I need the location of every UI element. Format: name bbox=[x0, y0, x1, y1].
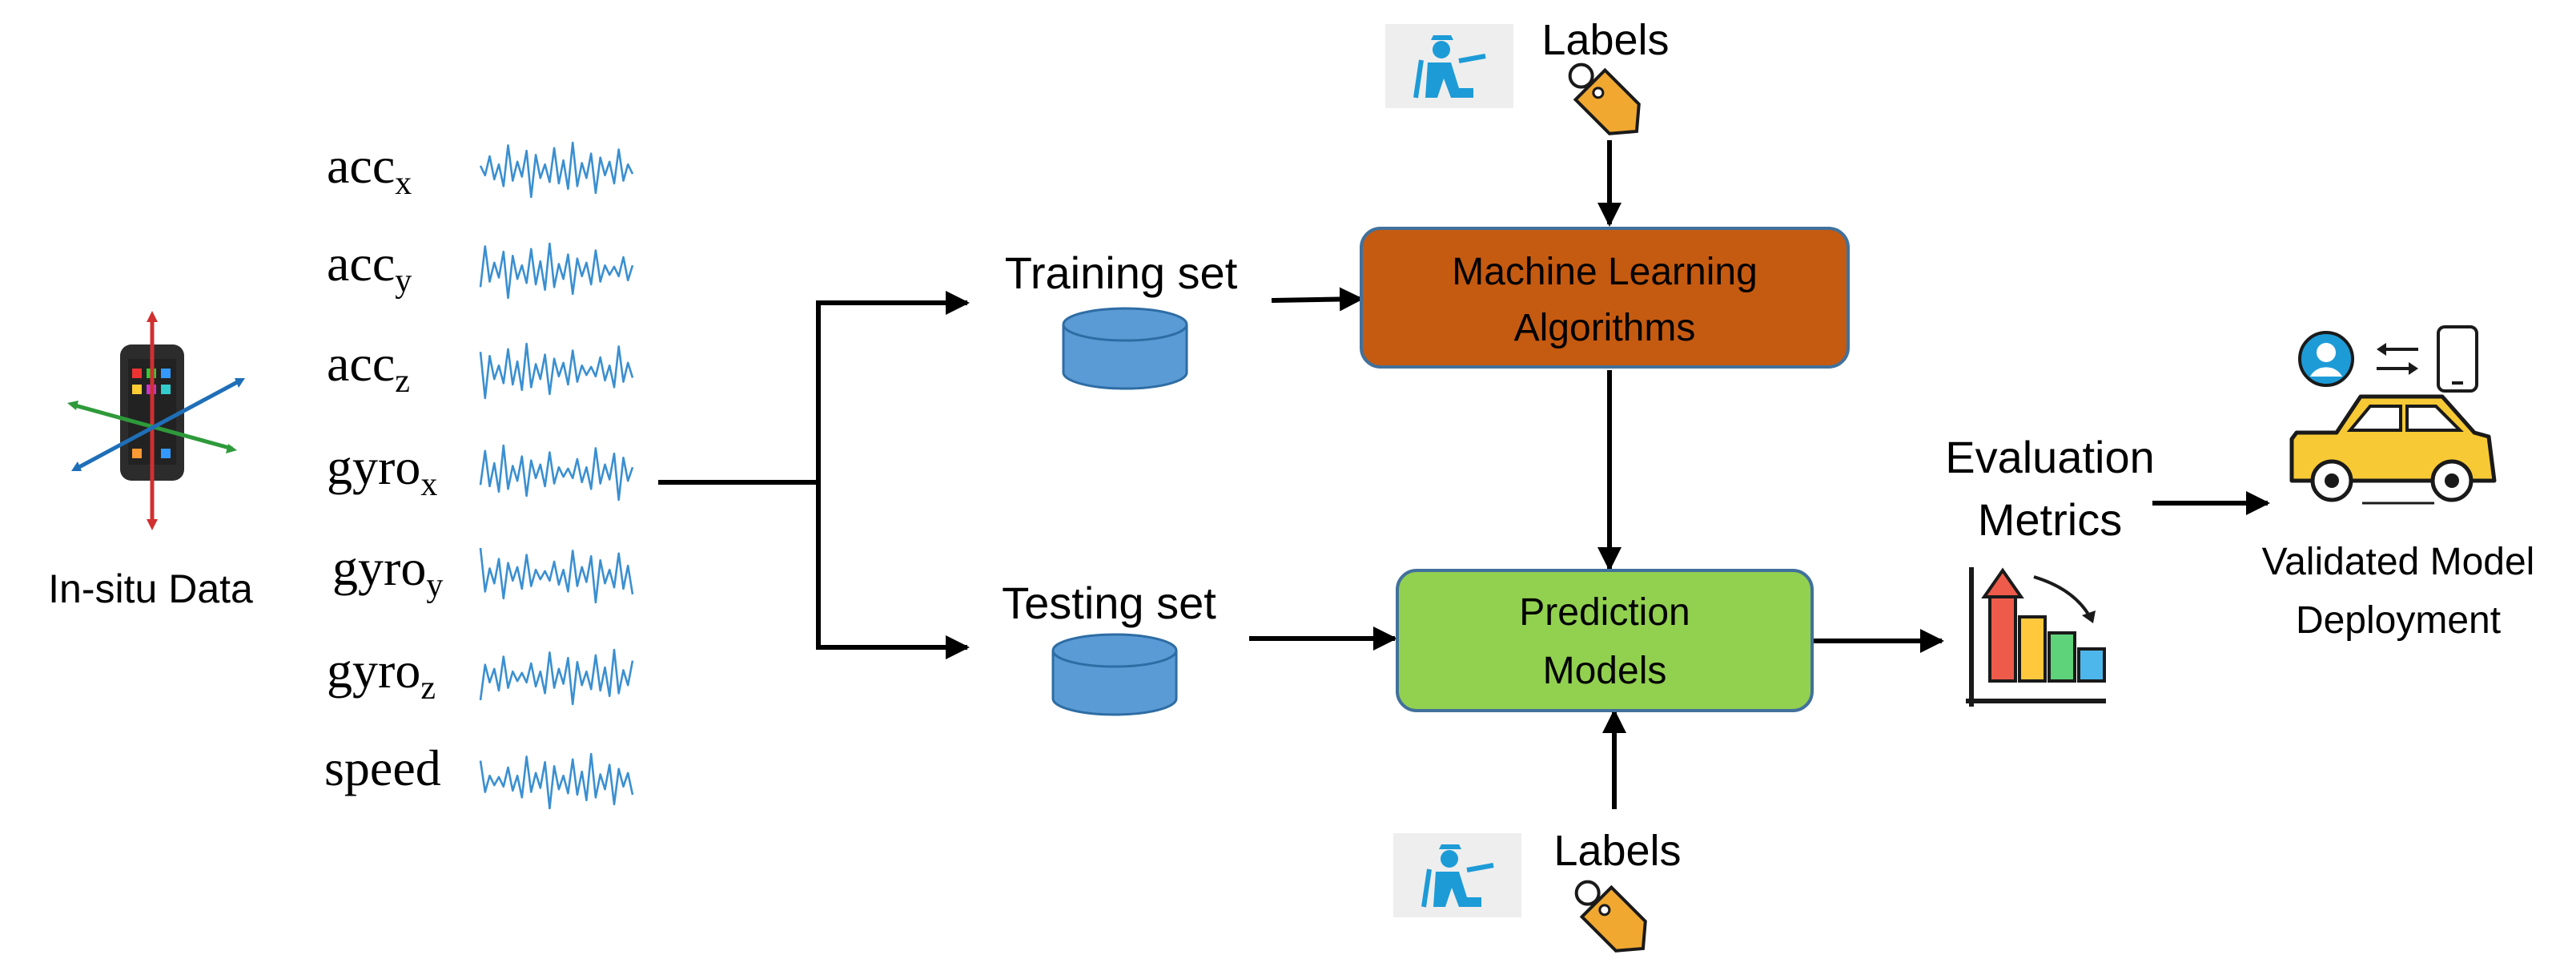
testing-set-label: Testing set bbox=[1002, 578, 1216, 628]
signal-label-gyro-x: gyrox bbox=[327, 438, 437, 503]
deployment-line1: Validated Model bbox=[2262, 541, 2535, 583]
driver-icon bbox=[1385, 24, 1513, 108]
signal-wave-icon bbox=[479, 342, 634, 400]
user-icon bbox=[2298, 331, 2354, 387]
phone-icon bbox=[2437, 325, 2478, 393]
evaluation-line1: Evaluation bbox=[1945, 432, 2155, 482]
signal-wave-icon bbox=[479, 242, 634, 300]
split-to-training-arrow bbox=[816, 291, 970, 641]
split-to-testing-arrow bbox=[816, 482, 970, 659]
tag-icon bbox=[1568, 62, 1641, 135]
signal-wave-icon bbox=[479, 444, 634, 502]
ml-algorithms-line1: Machine Learning bbox=[1452, 251, 1758, 293]
signal-label-acc-z: accz bbox=[327, 335, 410, 400]
swap-arrows-icon bbox=[2377, 343, 2418, 375]
signal-wave-icon bbox=[479, 141, 634, 199]
ml-algorithms-box bbox=[1360, 227, 1850, 369]
signal-label-gyro-z: gyroz bbox=[327, 642, 436, 707]
database-icon bbox=[1051, 633, 1178, 716]
deployment-line2: Deployment bbox=[2296, 599, 2501, 642]
car-icon bbox=[2289, 394, 2497, 505]
prediction-models-line1: Prediction bbox=[1519, 591, 1690, 634]
evaluation-line2: Metrics bbox=[1978, 494, 2122, 545]
signal-list: accx accy accz gyrox gyroy gyroz speed bbox=[324, 137, 443, 796]
bar-chart-icon bbox=[1966, 567, 2106, 707]
database-icon bbox=[1062, 307, 1188, 390]
ml-algorithms-line2: Algorithms bbox=[1514, 307, 1696, 349]
smartphone-axes-icon bbox=[67, 311, 245, 530]
signal-waves bbox=[479, 141, 634, 810]
signal-wave-icon bbox=[479, 752, 634, 810]
prediction-models-line2: Models bbox=[1543, 650, 1667, 692]
training-to-ml-arrow bbox=[1271, 287, 1364, 312]
signal-label-speed: speed bbox=[324, 739, 441, 796]
labels-bottom-text: Labels bbox=[1553, 827, 1681, 875]
signal-label-gyro-y: gyroy bbox=[332, 539, 443, 604]
labels-top-text: Labels bbox=[1541, 16, 1669, 64]
signal-label-acc-y: accy bbox=[327, 235, 412, 300]
connectors bbox=[658, 140, 2270, 809]
driver-icon bbox=[1393, 833, 1521, 917]
signal-wave-icon bbox=[479, 547, 634, 604]
tag-icon bbox=[1574, 880, 1647, 953]
training-set-label: Training set bbox=[1005, 248, 1238, 298]
signal-label-acc-x: accx bbox=[327, 137, 412, 202]
prediction-models-box bbox=[1396, 569, 1814, 712]
signal-wave-icon bbox=[479, 648, 634, 706]
in-situ-data-label: In-situ Data bbox=[48, 566, 253, 611]
